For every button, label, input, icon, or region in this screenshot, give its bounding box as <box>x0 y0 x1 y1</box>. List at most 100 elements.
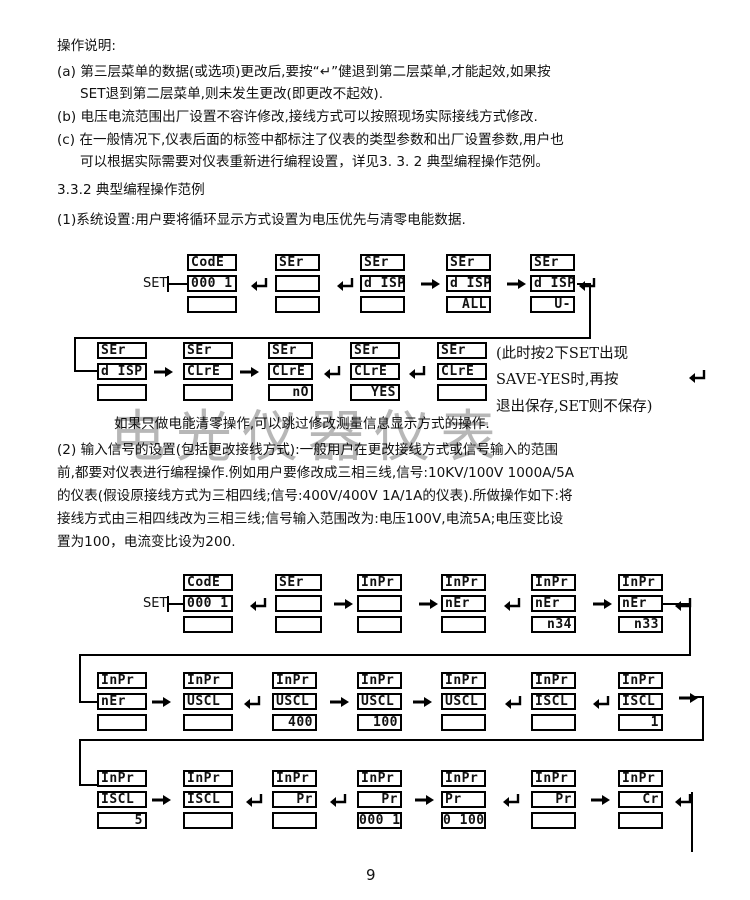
display-e11-bottom <box>441 714 486 731</box>
display-e11-top: InPr <box>441 672 486 689</box>
display-d3-middle: d ISP <box>360 275 405 292</box>
display-text <box>185 618 231 631</box>
enter-key-icon <box>324 366 341 379</box>
display-e19-bottom <box>531 812 576 829</box>
display-text: USCL <box>187 695 221 708</box>
display-e8-middle: USCL <box>183 693 233 710</box>
display-d6: SEr d ISP <box>97 342 147 401</box>
display-e20-top: InPr <box>618 770 663 787</box>
enter-key-icon <box>251 278 268 291</box>
display-text: d ISP <box>534 277 573 290</box>
display-e18-middle: Pr <box>441 791 486 808</box>
display-text: SEr <box>450 256 475 269</box>
right-arrow-icon <box>154 367 173 377</box>
display-text <box>359 618 400 631</box>
note-c-line2: 可以根据实际需要对仪表重新进行编程设置，详见3. 3. 2 典型编程操作范例。 <box>80 154 549 170</box>
display-e13-middle: ISCL <box>618 693 663 710</box>
enter-key-icon <box>250 598 267 611</box>
example2-line1: (2) 输入信号的设置(包括更改接线方式):一般用户在更改接线方式或信号输入的范… <box>57 442 558 458</box>
display-text <box>274 814 315 827</box>
right-arrow-icon <box>679 693 698 703</box>
enter-key-icon <box>675 794 692 807</box>
display-e5: InPr nEr n34 <box>531 574 576 633</box>
display-e19-top: InPr <box>531 770 576 787</box>
display-e5-top: InPr <box>531 574 576 591</box>
display-text <box>620 814 661 827</box>
display-e12-top: InPr <box>531 672 576 689</box>
side-note-line4: 如果只做电能清零操作,可以跳过修改测量信息显示方式的操作. <box>114 416 490 432</box>
display-e3-bottom <box>357 616 402 633</box>
display-text: CLrE <box>187 365 221 378</box>
display-d7-top: SEr <box>183 342 233 359</box>
display-d2-top: SEr <box>275 254 320 271</box>
display-d6-middle: d ISP <box>97 363 147 380</box>
right-arrow-icon <box>507 279 526 289</box>
display-text: 1 <box>650 716 659 729</box>
display-text: InPr <box>101 674 135 687</box>
display-d3-bottom <box>360 296 405 313</box>
section-title: 3.3.2 典型编程操作范例 <box>57 182 205 198</box>
display-e12-bottom <box>531 714 576 731</box>
display-d9-middle: CLrE <box>350 363 400 380</box>
display-text: nEr <box>101 695 126 708</box>
display-e6-bottom: n33 <box>618 616 663 633</box>
display-text: InPr <box>276 674 310 687</box>
example1-desc: (1)系统设置:用户要将循环显示方式设置为电压优先与清零电能数据. <box>57 212 466 228</box>
display-e20-middle: Cr <box>618 791 663 808</box>
display-d8-middle: CLrE <box>268 363 313 380</box>
enter-key-icon <box>409 366 426 379</box>
enter-key-icon <box>579 278 596 291</box>
display-text: InPr <box>361 576 395 589</box>
display-e1-bottom <box>183 616 233 633</box>
display-e19-middle: Pr <box>531 791 576 808</box>
note-b: (b) 电压电流范围出厂设置不容许修改,接线方式可以按照现场实际接线方式修改. <box>57 109 538 125</box>
display-e2: SEr <box>275 574 322 633</box>
display-text: 000 1 <box>191 277 233 290</box>
display-d8-bottom: nO <box>268 384 313 401</box>
display-text: InPr <box>622 772 656 785</box>
display-e18-top: InPr <box>441 770 486 787</box>
display-e7: InPr nEr <box>97 672 147 731</box>
display-text: InPr <box>622 674 656 687</box>
display-text: U- <box>554 298 571 311</box>
display-text: SEr <box>101 344 126 357</box>
display-text: SEr <box>354 344 379 357</box>
note-a-line1: (a) 第三层菜单的数据(或选项)更改后,要按“↵”健退到第二层菜单,才能起效,… <box>57 64 551 80</box>
display-e5-middle: nEr <box>531 595 576 612</box>
display-text: CLrE <box>354 365 388 378</box>
display-e10-top: InPr <box>357 672 402 689</box>
display-text: ISCL <box>535 695 569 708</box>
right-arrow-icon <box>240 367 259 377</box>
right-arrow-icon <box>591 795 610 805</box>
side-note-line2: SAVE-YES时,再按 <box>496 372 619 388</box>
side-note-line1: (此时按2下SET出现 <box>496 346 629 362</box>
display-text: CLrE <box>272 365 306 378</box>
enter-key-icon <box>330 794 347 807</box>
display-text: Pr <box>296 793 313 806</box>
example2-line5: 置为100，电流变比设为200. <box>57 534 236 550</box>
display-e15-top: InPr <box>183 770 233 787</box>
display-d4-middle: d ISP <box>446 275 491 292</box>
display-d9-bottom: YES <box>350 384 400 401</box>
right-arrow-icon <box>334 599 353 609</box>
display-e7-middle: nEr <box>97 693 147 710</box>
enter-key-icon <box>244 696 261 709</box>
display-e5-bottom: n34 <box>531 616 576 633</box>
display-e15-bottom <box>183 812 233 829</box>
display-text: InPr <box>535 576 569 589</box>
display-e2-top: SEr <box>275 574 322 591</box>
display-e17-middle: Pr <box>357 791 402 808</box>
display-e10-middle: USCL <box>357 693 402 710</box>
right-arrow-icon <box>421 279 440 289</box>
